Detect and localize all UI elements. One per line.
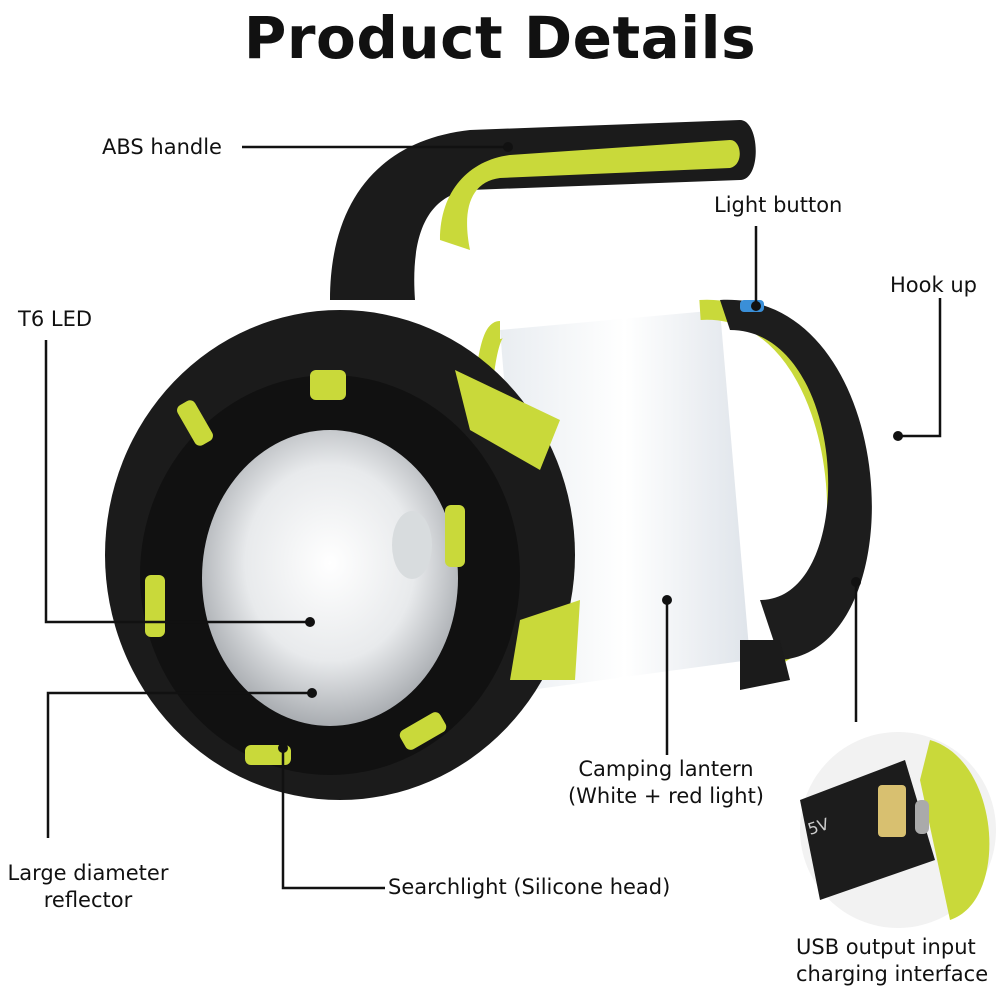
- leader-searchlight: [281, 748, 385, 890]
- label-camping-line2: (White + red light): [567, 784, 765, 808]
- label-large-reflector: Large diameter reflector: [0, 860, 176, 914]
- page-title: Product Details: [243, 4, 757, 72]
- label-usb: USB output input charging interface: [796, 934, 988, 988]
- large-diameter-reflector: [202, 430, 458, 726]
- leader-reflector: [46, 691, 312, 838]
- label-light-button: Light button: [714, 193, 843, 217]
- label-hook-up: Hook up: [890, 273, 977, 297]
- label-camping-line1: Camping lantern: [578, 757, 754, 781]
- searchlight-head: [105, 310, 580, 800]
- label-large-reflector-line2: reflector: [43, 888, 133, 912]
- leader-lines: [44, 145, 942, 890]
- label-camping-lantern: Camping lantern (White + red light): [558, 756, 774, 810]
- label-usb-line1: USB output input: [796, 935, 976, 959]
- usb-a-port: [878, 785, 906, 837]
- label-searchlight: Searchlight (Silicone head): [388, 875, 671, 899]
- label-usb-line2: charging interface: [796, 962, 989, 986]
- t6-led: [392, 511, 432, 579]
- leader-hook-up: [898, 298, 942, 438]
- usb-port-inset: 5V: [800, 732, 996, 928]
- leader-t6-led: [44, 340, 310, 624]
- label-abs-handle: ABS handle: [102, 135, 222, 159]
- leader-dots: [278, 142, 903, 753]
- abs-handle: [330, 120, 756, 300]
- usb-c-port: [915, 800, 929, 834]
- label-large-reflector-line1: Large diameter: [7, 861, 169, 885]
- label-t6-led: T6 LED: [18, 307, 93, 331]
